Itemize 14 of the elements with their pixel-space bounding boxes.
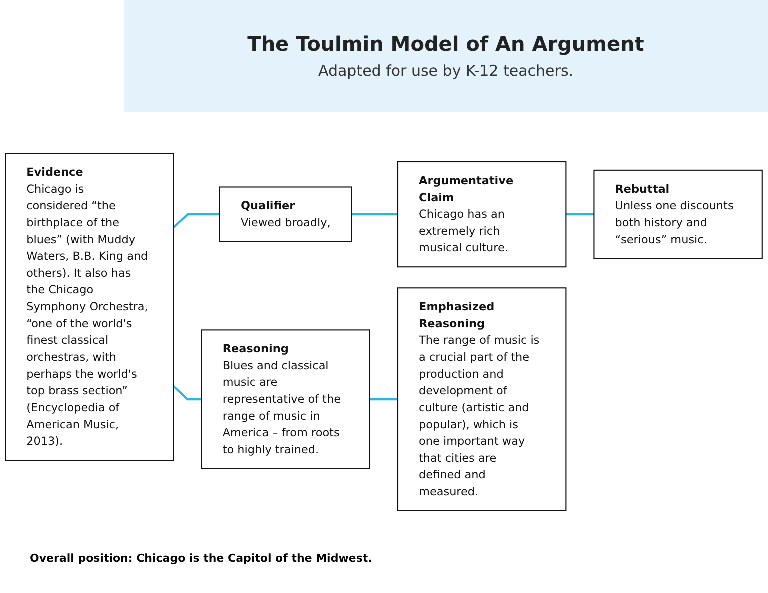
connector: [566, 213, 594, 216]
node-box: Emphasized Reasoning The range of music is a crucial part of the production and development of culture (artistic and popular), which is one important way that cities are defined and measured.: [398, 287, 567, 512]
node-box: Evidence Chicago is considered “the birthplace of the blues” (with Muddy Waters, B.B. King and others). It also has the Chicago Symphony Orchestra, “one of the world's finest classical orchestras, with perhaps the world's top brass section” (Encyclopedia of American Music, 2013).: [5, 152, 174, 461]
node-box: Qualifier Viewed broadly,: [219, 186, 352, 242]
node-box: Reasoning Blues and classical music are representative of the range of music in America – from roots to highly trained.: [201, 329, 370, 470]
connector: [352, 213, 398, 216]
node-box: Argumentative Claim Chicago has an extremely rich musical culture.: [398, 161, 567, 268]
node-box: Rebuttal Unless one discounts both history and “serious” music.: [594, 170, 763, 259]
connector: [173, 213, 220, 228]
connector: [173, 385, 202, 400]
subtitle: Adapted for use by K-12 teachers.: [318, 62, 574, 80]
connector: [370, 398, 398, 400]
footer-note: Overall position: Chicago is the Capitol of the Midwest.: [29, 552, 374, 565]
title: The Toulmin Model of An Argument: [248, 32, 644, 56]
